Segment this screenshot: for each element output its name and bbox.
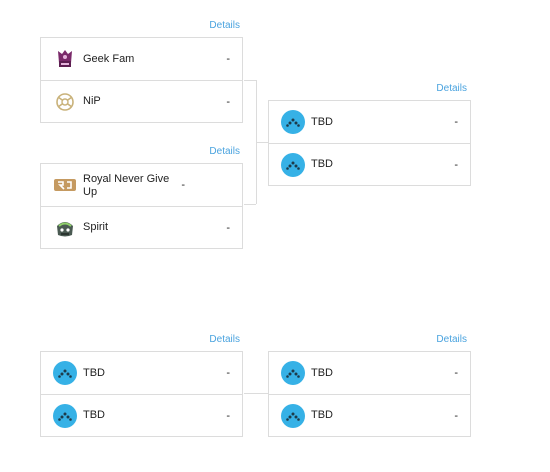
team-name: TBD xyxy=(83,366,105,379)
bracket-connector xyxy=(244,393,268,394)
tbd-icon xyxy=(281,110,305,134)
team-name: TBD xyxy=(311,115,333,128)
team-row[interactable]: Royal Never Give Up - xyxy=(41,164,242,206)
tbd-icon xyxy=(281,403,305,428)
tbd-icon xyxy=(281,152,305,177)
bracket-connector xyxy=(256,142,268,143)
nip-logo xyxy=(53,90,77,114)
match-details-link[interactable]: Details xyxy=(436,83,467,94)
team-score: - xyxy=(226,367,230,379)
bracket-connector xyxy=(244,204,256,205)
team-name: NiP xyxy=(83,95,101,107)
team-score: - xyxy=(226,221,230,234)
team-score: - xyxy=(226,409,230,422)
team-row[interactable]: TBD - xyxy=(41,394,242,436)
match-card[interactable]: TBD - TBD - xyxy=(268,351,471,437)
match-details-link[interactable]: Details xyxy=(436,334,467,345)
match-card[interactable]: Geek Fam - NiP - xyxy=(40,37,243,123)
team-row[interactable]: TBD - xyxy=(269,101,470,143)
team-name: Spirit xyxy=(83,221,109,233)
team-name: TBD xyxy=(311,366,333,379)
match-card[interactable]: Royal Never Give Up - Spirit - xyxy=(40,163,243,249)
team-name: TBD xyxy=(83,409,105,421)
rng-logo xyxy=(53,173,77,197)
team-score: - xyxy=(181,179,185,191)
match-details-link[interactable]: Details xyxy=(209,20,240,31)
match-card[interactable]: TBD - TBD - xyxy=(40,351,243,437)
team-score: - xyxy=(226,95,230,108)
match-details-link[interactable]: Details xyxy=(209,334,240,345)
team-name: TBD xyxy=(311,158,333,170)
team-row[interactable]: TBD - xyxy=(41,352,242,394)
team-score: - xyxy=(226,53,230,65)
team-name: TBD xyxy=(311,409,333,421)
geek-fam-logo xyxy=(53,47,77,71)
team-row[interactable]: TBD - xyxy=(269,143,470,185)
team-name: Geek Fam xyxy=(83,52,135,65)
spirit-logo xyxy=(53,216,77,240)
team-score: - xyxy=(454,116,458,128)
team-row[interactable]: TBD - xyxy=(269,352,470,394)
team-score: - xyxy=(454,367,458,379)
team-score: - xyxy=(454,158,458,171)
team-row[interactable]: TBD - xyxy=(269,394,470,436)
team-row[interactable]: Geek Fam - xyxy=(41,38,242,80)
bracket-connector xyxy=(244,80,256,81)
tbd-icon xyxy=(53,361,77,385)
team-name: Royal Never Give Up xyxy=(83,173,170,198)
team-row[interactable]: Spirit - xyxy=(41,206,242,248)
team-row[interactable]: NiP - xyxy=(41,80,242,122)
team-score: - xyxy=(454,409,458,422)
tbd-icon xyxy=(281,361,305,385)
match-details-link[interactable]: Details xyxy=(209,146,240,157)
match-card[interactable]: TBD - TBD - xyxy=(268,100,471,186)
tbd-icon xyxy=(53,403,77,428)
